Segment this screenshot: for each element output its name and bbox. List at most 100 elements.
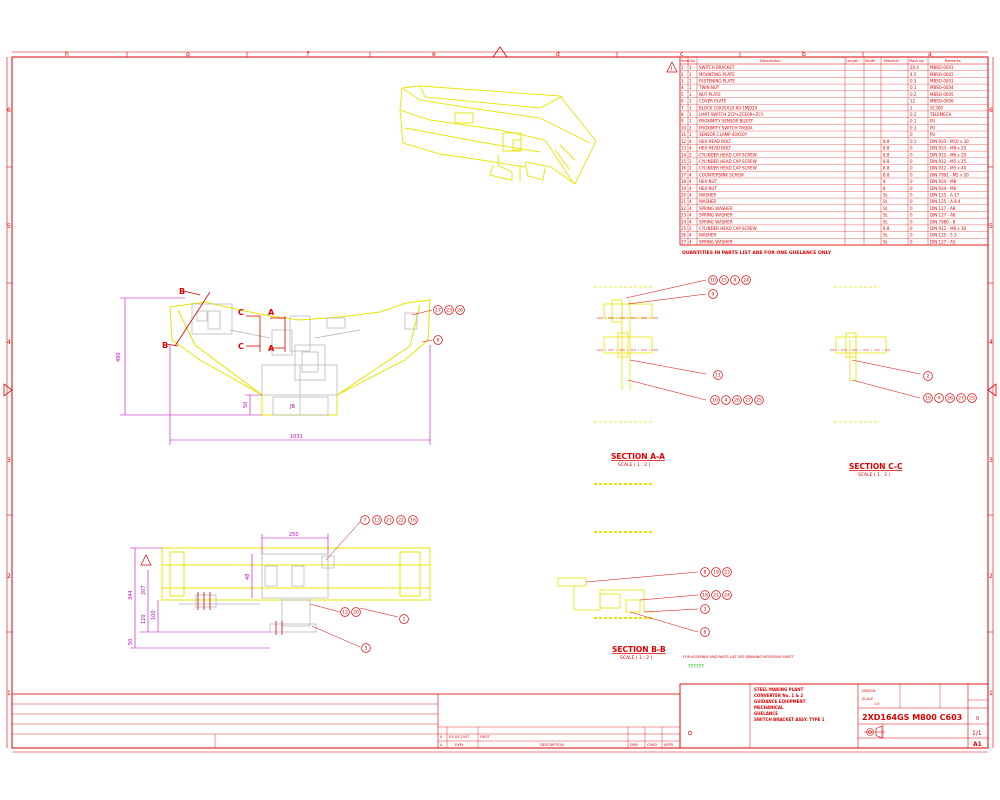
table-cell: DIN 125 - A 8.4 <box>930 199 961 204</box>
item-balloon: 10 <box>923 393 933 403</box>
col-header: Item <box>681 59 690 63</box>
section-scale: SCALE ( 1 : 2 ) <box>858 472 891 478</box>
table-cell: SWITCH BRACKET <box>699 65 735 70</box>
balloon-label: 3 <box>704 607 707 613</box>
section-title: SECTION C-C <box>849 462 903 471</box>
title-line: MECHANICAL <box>754 705 784 710</box>
balloon-group: 7 13 21 22 16 <box>360 515 418 525</box>
table-cell: 4 <box>689 179 692 184</box>
balloon-label: 26 <box>734 398 740 404</box>
item-balloon: 25 <box>754 395 764 405</box>
table-cell: 1 <box>689 105 692 110</box>
section-title: SECTION A-A <box>611 452 665 461</box>
table-cell: DIN 912 - M5 x 25 <box>930 159 967 164</box>
sheet-border <box>3 46 997 753</box>
table-cell: DIN 912 - M6 x 30 <box>930 226 967 231</box>
table-cell: 1 <box>689 99 692 104</box>
balloon-label: 21 <box>386 518 392 524</box>
balloon-label: 23 <box>724 570 730 576</box>
balloon-label: 6 <box>704 630 707 636</box>
balloon-label: 27 <box>958 396 964 402</box>
item-balloon: 10 <box>710 395 720 405</box>
table-cell: 0 <box>910 179 913 184</box>
table-cell: MOUNTING PLATE <box>699 72 735 77</box>
table-cell: PROXIMITY SWITCH TM30A <box>699 125 753 130</box>
item-balloon: 27 <box>743 395 753 405</box>
table-cell: DIN 934 - M6 <box>930 186 957 191</box>
parts-list-table: Item Qty Description Length Width Materi… <box>666 56 989 256</box>
title-line: SWITCH BRACKET ASSY. TYPE 1 <box>754 717 825 722</box>
item-balloon: 1 <box>399 614 409 624</box>
zone-label: d <box>556 51 560 58</box>
item-balloon: 21 <box>711 590 721 600</box>
zone-label: 6 <box>7 107 11 114</box>
balloon-label: 16 <box>410 518 416 524</box>
table-cell: MBSO-0001 <box>930 65 954 70</box>
front-view: B B C C A A 490 1031 50 JB 17 <box>116 287 465 445</box>
rev-header: DRN <box>630 743 638 747</box>
item-balloon: 19 <box>711 567 721 577</box>
table-cell: MBSO-0003 <box>930 79 954 84</box>
balloon-label: 22 <box>398 518 404 524</box>
table-cell: DIN 127 - A5 <box>930 239 956 244</box>
table-cell: 2 <box>689 159 692 164</box>
table-cell: WASHER <box>699 199 717 204</box>
item-balloon: 26 <box>945 393 955 403</box>
table-cell: PU <box>930 119 935 124</box>
balloon-label: 10 <box>925 396 931 402</box>
zone-labels-left: 6 5 4 3 2 1 <box>7 107 11 697</box>
item-balloon: 22 <box>396 515 406 525</box>
table-cell: TELEMECH <box>929 112 952 117</box>
item-balloon: 26 <box>455 305 465 315</box>
table-cell: 0 <box>910 199 913 204</box>
project-label: DESIGN <box>862 689 876 693</box>
item-balloon: 7 <box>360 515 370 525</box>
sheet-number: 1/1 <box>972 730 982 737</box>
table-cell: 15 <box>681 159 687 164</box>
table-cell: 0 <box>910 239 913 244</box>
table-cell: COVER PLATE <box>699 99 727 104</box>
zone-label: 2 <box>989 573 993 580</box>
table-cell: 18 <box>681 179 687 184</box>
table-cell: DIN 7991 - M5 x 20 <box>930 172 969 177</box>
table-cell: 25 <box>681 226 687 231</box>
table-cell: 0.5 <box>910 79 917 84</box>
drawing-number: 2XD164GS M800 C603 <box>862 713 962 722</box>
table-cell: HEX HEAD BOLT <box>699 139 732 144</box>
table-cell: 4 <box>689 192 692 197</box>
zone-label: e <box>432 51 436 58</box>
isometric-view <box>399 85 597 185</box>
table-cell: WASHER <box>699 233 717 238</box>
table-cell: 1 <box>681 65 684 70</box>
balloon-label: 15 <box>721 278 727 284</box>
table-cell: 0.2 <box>910 92 917 97</box>
table-cell: MBSO-0006 <box>930 99 954 104</box>
table-cell: St. <box>883 219 888 224</box>
table-cell: 12 <box>910 99 916 104</box>
table-cell: 19 <box>681 186 687 191</box>
balloon-label: 2 <box>927 374 930 380</box>
balloon-label: 26 <box>457 308 463 314</box>
item-balloon: 17 <box>433 305 443 315</box>
title-line: STEEL MAKING PLANT <box>754 687 804 692</box>
table-cell: 22 <box>681 206 687 211</box>
table-cell: 8.8 <box>883 152 890 157</box>
table-cell: PROXIMITY SENSOR BI20TF <box>699 119 754 124</box>
table-cell: St. <box>883 239 888 244</box>
balloon-group: 6 <box>700 627 710 637</box>
col-header: Description <box>760 59 780 63</box>
table-cell: 4 <box>689 239 692 244</box>
table-cell: 4 <box>689 199 692 204</box>
table-cell: 0.1 <box>910 139 917 144</box>
balloon-label: 9 <box>712 292 715 298</box>
balloon-group: 9 <box>708 289 718 299</box>
balloon-label: 7 <box>364 518 367 524</box>
dim-height: 490 <box>116 352 122 362</box>
col-header: Material <box>884 59 899 63</box>
table-cell: HEX NUT <box>699 179 717 184</box>
balloon-label: 13 <box>374 518 380 524</box>
section-scale: SCALE ( 1 : 2 ) <box>618 462 651 468</box>
